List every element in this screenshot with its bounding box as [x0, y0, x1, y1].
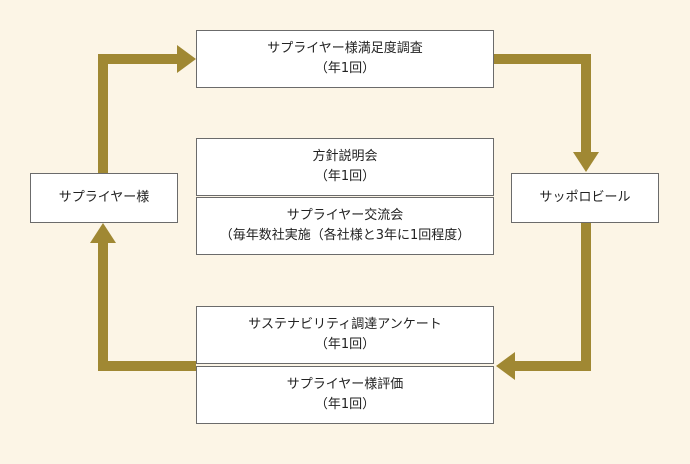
node-sapporo: サッポロビール: [511, 173, 659, 223]
node-questionnaire: サステナビリティ調達アンケート （年1回）: [196, 306, 494, 364]
node-policy-title: 方針説明会: [312, 149, 378, 164]
node-policy: 方針説明会 （年1回）: [196, 138, 494, 196]
node-supplier-label: サプライヤー様: [58, 190, 150, 205]
node-survey-freq: （年1回）: [314, 61, 376, 76]
arrow-supplier-to-survey: [98, 54, 180, 173]
node-exchange-freq: （毎年数社実施（各社様と3年に1回程度）: [219, 228, 471, 243]
arrow-survey-to-sapporo: [494, 54, 591, 155]
node-questionnaire-title: サステナビリティ調達アンケート: [248, 317, 442, 332]
node-survey-title: サプライヤー様満足度調査: [267, 41, 423, 56]
node-evaluation-freq: （年1回）: [314, 397, 376, 412]
arrow-sapporo-to-questionnaire: [512, 222, 591, 371]
node-exchange-title: サプライヤー交流会: [286, 208, 404, 223]
arrow-evaluation-to-supplier: [98, 240, 196, 371]
node-sapporo-label: サッポロビール: [539, 190, 631, 205]
arrowhead-questionnaire: [496, 352, 515, 380]
node-policy-freq: （年1回）: [314, 169, 376, 184]
arrowhead-sapporo: [573, 152, 599, 172]
node-survey: サプライヤー様満足度調査 （年1回）: [196, 30, 494, 88]
node-exchange: サプライヤー交流会 （毎年数社実施（各社様と3年に1回程度）: [196, 197, 494, 255]
node-evaluation-title: サプライヤー様評価: [286, 377, 404, 392]
node-questionnaire-freq: （年1回）: [314, 337, 376, 352]
node-evaluation: サプライヤー様評価 （年1回）: [196, 366, 494, 424]
arrowhead-supplier: [90, 223, 116, 243]
arrowhead-survey: [177, 45, 196, 73]
node-supplier: サプライヤー様: [30, 173, 178, 223]
